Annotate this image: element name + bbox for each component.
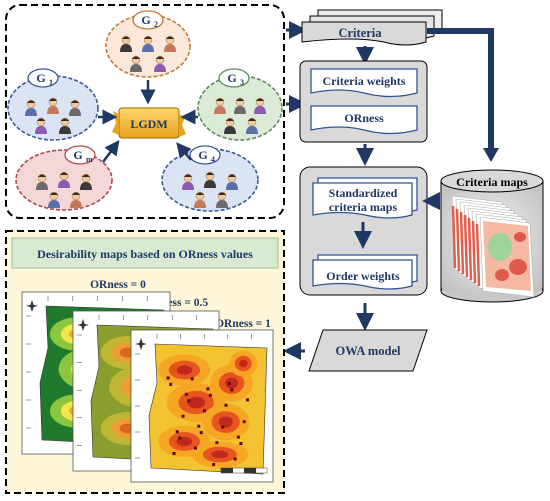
orness-label: ORness (344, 111, 384, 125)
person-icon (246, 117, 258, 134)
person-icon (216, 191, 228, 208)
person-icon (120, 35, 132, 52)
person-icon (234, 97, 246, 114)
person-icon (224, 117, 236, 134)
person-icon (47, 97, 59, 114)
desirability-maps-layer (21, 291, 274, 483)
person-icon (164, 35, 176, 52)
group-subscript: m (86, 155, 93, 164)
group-badge (64, 145, 96, 165)
arrow-criteria-to-maps (427, 28, 494, 150)
person-icon (36, 173, 48, 190)
criteria-maps-node: Criteria maps (440, 169, 544, 303)
group-label: G (36, 71, 45, 85)
map-label-0: ORness = 0 (90, 279, 146, 291)
standardized-maps-node: Standardized criteria maps (312, 177, 418, 219)
lgdm-label: LGDM (130, 117, 167, 131)
standardized-label-line1: Standardized (329, 186, 398, 200)
group-label: G (141, 13, 150, 27)
panel-to-flow-arrows (286, 21, 307, 113)
order-weights-label: Order weights (326, 269, 400, 283)
person-icon (142, 35, 154, 52)
person-icon (254, 97, 266, 114)
group-badge (132, 10, 164, 30)
arrow-g4-lgdm (176, 142, 192, 161)
person-icon (69, 99, 81, 116)
person-icon (182, 173, 194, 190)
group-subscript: 3 (240, 78, 244, 87)
person-icon (226, 173, 238, 190)
desirability-title: Desirability maps based on ORness values (37, 247, 253, 261)
person-icon (58, 171, 70, 188)
criteria-node: Criteria (301, 9, 443, 46)
person-icon (194, 191, 206, 208)
criteria-maps-label: Criteria maps (456, 175, 528, 189)
person-icon (59, 117, 71, 134)
owa-model-label: OWA model (336, 344, 401, 358)
owa-model-node: OWA model (308, 329, 428, 372)
person-icon (214, 97, 226, 114)
group-subscript: 2 (154, 20, 158, 29)
person-icon (35, 117, 47, 134)
group-label: G (73, 148, 82, 162)
map-label-2: ORness = 1 (215, 318, 271, 330)
person-icon (25, 99, 37, 116)
person-icon (70, 191, 82, 208)
north-arrow-icon (26, 300, 38, 312)
group-subscript: 1 (49, 78, 53, 87)
person-icon (130, 55, 142, 72)
person-icon (154, 55, 166, 72)
arrow-gm-lgdm (102, 140, 120, 163)
order-weights-node: Order weights (312, 254, 418, 290)
stacked-criteria-maps (451, 195, 535, 298)
person-icon (48, 191, 60, 208)
group-label: G (198, 148, 207, 162)
north-arrow-icon (135, 338, 147, 350)
lgdm-node: LGDM (112, 107, 186, 139)
group-badge (218, 68, 250, 88)
standardized-label-line2: criteria maps (329, 200, 398, 214)
group-label: G (227, 71, 236, 85)
criteria-label: Criteria (338, 26, 382, 40)
desirability-map-2 (130, 329, 274, 483)
group-badge (27, 68, 59, 88)
criteria-map-sheet (479, 216, 535, 298)
group-to-lgdm-arrows (98, 80, 198, 163)
criteria-weights-label: Criteria weights (323, 74, 406, 88)
orness-node: ORness (310, 105, 418, 135)
north-arrow-icon (77, 319, 89, 331)
person-icon (204, 171, 216, 188)
arrow-head-maps (483, 148, 499, 162)
criteria-weights-node: Criteria weights (310, 68, 418, 98)
person-icon (80, 173, 92, 190)
desirability-title-box (11, 237, 279, 269)
group-subscript: 4 (211, 155, 215, 164)
